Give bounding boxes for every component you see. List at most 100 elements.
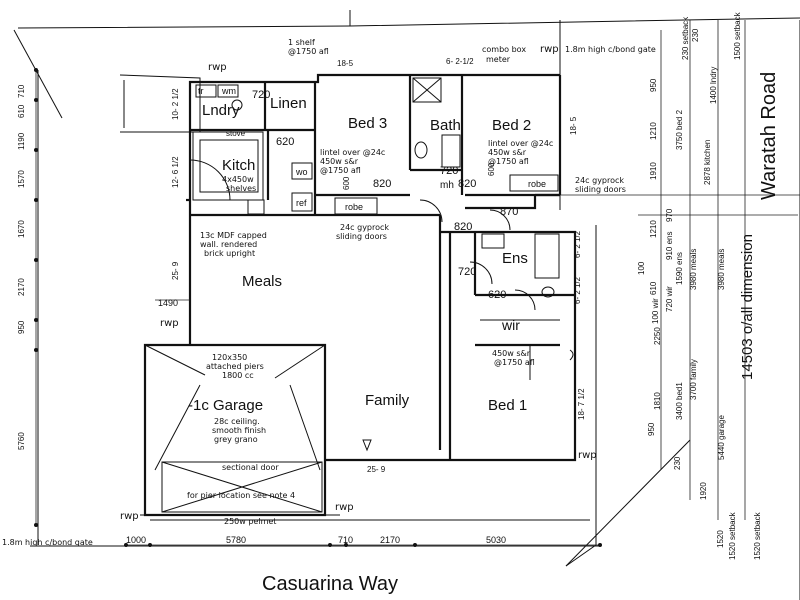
- dimension-tick: [148, 543, 152, 547]
- note-gyprock3-1: 24c gyprock: [340, 223, 389, 232]
- dim-opening-1: 720: [252, 89, 270, 101]
- annotations: 1 shelf @1750 afl combo box meter 1.8m h…: [2, 38, 656, 547]
- rwp-4: rwp: [578, 450, 597, 461]
- note-gyprock2-2: sliding doors: [575, 185, 626, 194]
- dim-rl-8: 5440 garage: [717, 415, 726, 460]
- dim-right-4: 18- 7 1/2: [577, 388, 586, 420]
- dim-rv-6: 100: [637, 261, 646, 275]
- fixture-tr: tr: [198, 86, 204, 96]
- rwp-3: rwp: [160, 318, 179, 329]
- dim-bottom-room: 25- 9: [367, 465, 386, 474]
- room-laundry: Lndry: [202, 102, 240, 119]
- room-kitchen: Kitch: [222, 157, 255, 174]
- rwp-2: rwp: [540, 44, 559, 55]
- room-labels: Lndry Linen Bed 3 Bath Bed 2 Kitch Meals…: [188, 95, 531, 414]
- room-wir: wir: [501, 317, 520, 333]
- dim-bottom-1: 1000: [126, 535, 146, 545]
- note-mdf-2: wall. rendered: [200, 240, 257, 249]
- dimension-labels: 18-5 6- 2-1/2 720 620 820 720 820 870 82…: [17, 57, 586, 545]
- note-piers-3: 1800 cc: [222, 371, 254, 380]
- dimension-tick: [34, 318, 38, 322]
- internal-walls: [189, 75, 575, 460]
- dim-opening-6: 870: [500, 206, 518, 218]
- dimension-tick: [34, 68, 38, 72]
- dim-left-3: 25- 9: [171, 261, 180, 280]
- dim-leftchain-1: 710: [17, 84, 26, 98]
- room-bed3: Bed 3: [348, 115, 387, 132]
- dimension-tick: [34, 258, 38, 262]
- dim-top-1: 18-5: [337, 59, 354, 68]
- right-dimension-labels: 950 1210 1910 1210 970 100 610 2250 1810…: [637, 11, 762, 560]
- dim-bottom-5: 5030: [486, 535, 506, 545]
- dim-rl-9: 1520 setback: [728, 511, 737, 560]
- dim-rl-16: 910 ens: [665, 232, 674, 260]
- tap-icon: [569, 349, 574, 361]
- dim-rl-4: 3980 meals: [689, 249, 698, 290]
- dim-rv-11: 230: [673, 456, 682, 470]
- note-lintel3-1: lintel over @24c: [320, 148, 385, 157]
- room-linen: Linen: [270, 95, 307, 112]
- dim-leftchain-2: 610: [17, 104, 26, 118]
- dim-rl-14: 720 wir: [665, 286, 674, 312]
- dimension-tick: [34, 148, 38, 152]
- note-lintel2-1: lintel over @24c: [488, 139, 553, 148]
- fixture-ref: ref: [296, 198, 307, 208]
- dimension-tick: [344, 543, 348, 547]
- dim-rl-12: 1400 lndry: [709, 67, 718, 104]
- fixture-mh: mh: [440, 180, 454, 191]
- note-mdf-3: brick upright: [204, 249, 255, 258]
- street-bottom: Casuarina Way: [262, 573, 398, 595]
- robe-bed2: robe: [528, 179, 546, 189]
- dimension-tick: [413, 543, 417, 547]
- room-meals: Meals: [242, 273, 282, 290]
- note-wir-2: @1750 afl: [494, 358, 535, 367]
- dim-rv-10: 950: [647, 422, 656, 436]
- dim-rl-2: 2878 kitchen: [703, 140, 712, 185]
- dim-leftchain-8: 5760: [17, 432, 26, 450]
- dim-rl-15: 100 wir: [651, 298, 660, 324]
- room-garage: -1c Garage: [188, 397, 263, 414]
- dim-opening-2: 620: [276, 136, 294, 148]
- room-family: Family: [365, 392, 410, 409]
- fixture-stove: stove: [226, 129, 246, 138]
- dim-bottom-4: 2170: [380, 535, 400, 545]
- rwp-1: rwp: [208, 62, 227, 73]
- dim-leftchain-3: 1190: [17, 132, 26, 150]
- note-lintel3-3: @1750 afl: [320, 166, 361, 175]
- note-shelf-2: @1750 afl: [288, 47, 329, 56]
- dim-opening-8: 720: [458, 266, 476, 278]
- note-pelmet: 250w pelmet: [224, 517, 276, 526]
- dim-rv-5: 970: [665, 208, 674, 222]
- room-bed2: Bed 2: [492, 117, 531, 134]
- dim-rv-9: 1810: [653, 392, 662, 410]
- dim-bottom-2: 5780: [226, 535, 246, 545]
- note-sectional: sectional door: [222, 463, 279, 472]
- overall-dimension: 14503 o/all dimension: [739, 234, 756, 380]
- room-bed1: Bed 1: [488, 397, 527, 414]
- note-combo-2: meter: [486, 55, 511, 64]
- dim-rv-12: 1920: [699, 482, 708, 500]
- dim-rv-4: 1210: [649, 220, 658, 238]
- note-pier-location: for pier location see note 4: [187, 491, 295, 500]
- note-ceiling-3: grey grano: [214, 435, 258, 444]
- garage-details: [140, 344, 340, 516]
- dim-top-2: 6- 2-1/2: [446, 57, 474, 66]
- dim-opening-3: 820: [373, 178, 391, 190]
- fixture-wm: wm: [221, 86, 236, 96]
- street-right: Waratah Road: [758, 72, 780, 200]
- dim-rv-3: 1910: [649, 162, 658, 180]
- dim-right-1: 18- 5: [569, 116, 578, 135]
- note-piers-2: attached piers: [206, 362, 264, 371]
- dim-opening-5: 820: [458, 178, 476, 190]
- note-gyprock2-1: 24c gyprock: [575, 176, 624, 185]
- fixture-labels: tr wm wo ref mh robe robe stove: [198, 86, 546, 212]
- note-piers-1: 120x350: [212, 353, 247, 362]
- dim-rl-11: 1500 setback: [733, 11, 742, 60]
- dimension-tick: [328, 543, 332, 547]
- dim-1490: 1490: [158, 298, 178, 308]
- dim-rl-1: 3750 bed 2: [675, 109, 684, 150]
- dimension-tick: [598, 543, 602, 547]
- dimension-tick: [34, 98, 38, 102]
- rwp-5: rwp: [120, 511, 139, 522]
